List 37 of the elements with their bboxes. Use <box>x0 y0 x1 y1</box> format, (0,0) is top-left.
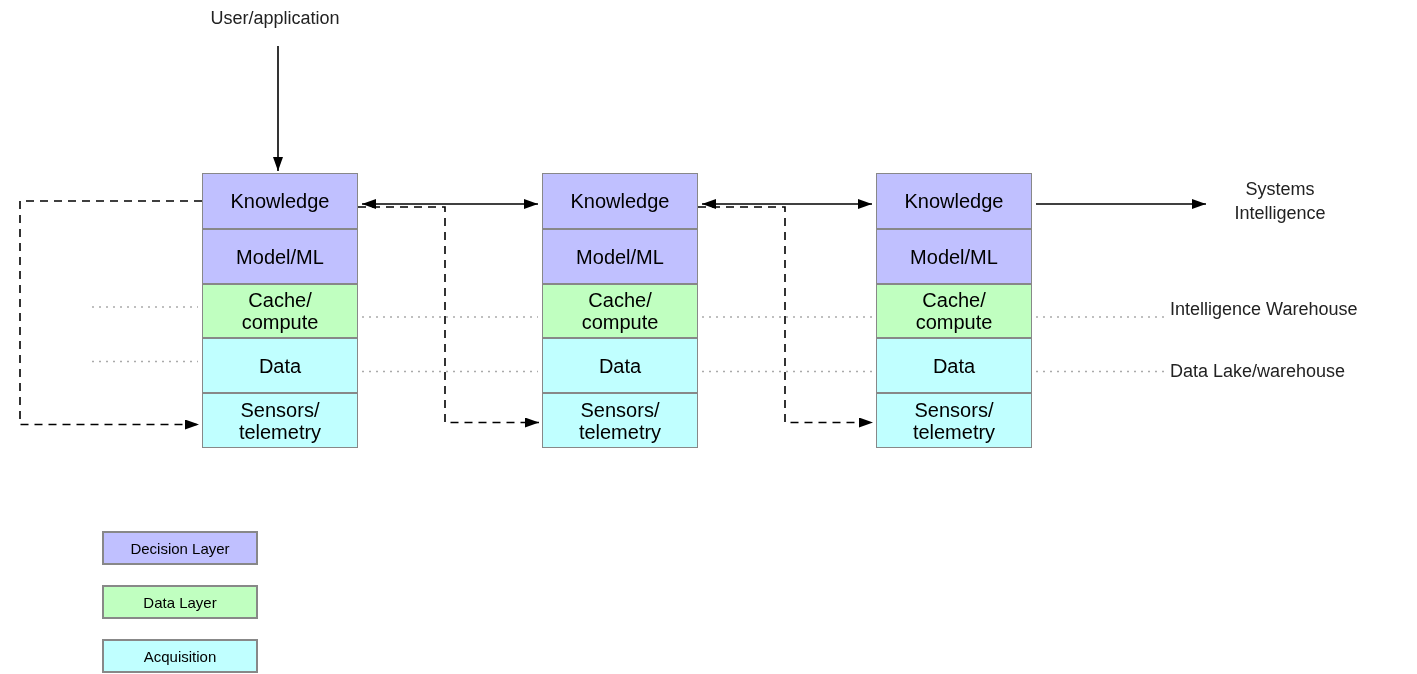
layer-box: Cache/ compute <box>542 284 698 338</box>
layer-box: Data <box>542 338 698 393</box>
layer-box: Sensors/ telemetry <box>202 393 358 448</box>
layer-box: Sensors/ telemetry <box>542 393 698 448</box>
dotted-line <box>701 370 873 373</box>
layer-box: Knowledge <box>876 173 1032 229</box>
arrow <box>361 199 539 209</box>
arrow <box>273 45 283 172</box>
legend-swatch: Decision Layer <box>102 531 258 565</box>
layer-box: Cache/ compute <box>202 284 358 338</box>
dotted-line <box>361 316 539 318</box>
legend-swatch: Data Layer <box>102 585 258 619</box>
text-label: Intelligence Warehouse <box>1170 296 1410 322</box>
layer-box: Model/ML <box>876 229 1032 284</box>
layer-box: Data <box>876 338 1032 393</box>
dashed-arrow <box>697 206 874 428</box>
legend-swatch: Acquisition <box>102 639 258 673</box>
dotted-line <box>91 360 199 363</box>
arrow <box>1035 199 1207 209</box>
dotted-line <box>1035 316 1167 318</box>
layer-box: Model/ML <box>542 229 698 284</box>
text-label: Data Lake/warehouse <box>1170 358 1410 384</box>
layer-box: Data <box>202 338 358 393</box>
arrow <box>701 199 873 209</box>
dotted-line <box>1035 370 1167 373</box>
layer-box: Knowledge <box>542 173 698 229</box>
layer-box: Sensors/ telemetry <box>876 393 1032 448</box>
text-label: User/application <box>175 4 375 32</box>
layer-box: Knowledge <box>202 173 358 229</box>
layer-box: Cache/ compute <box>876 284 1032 338</box>
layer-box: Model/ML <box>202 229 358 284</box>
text-label: Systems Intelligence <box>1210 175 1350 227</box>
dotted-line <box>91 306 199 308</box>
dashed-arrow <box>19 200 203 430</box>
dashed-arrow <box>357 206 540 428</box>
dotted-line <box>701 316 873 318</box>
dotted-line <box>361 370 539 373</box>
